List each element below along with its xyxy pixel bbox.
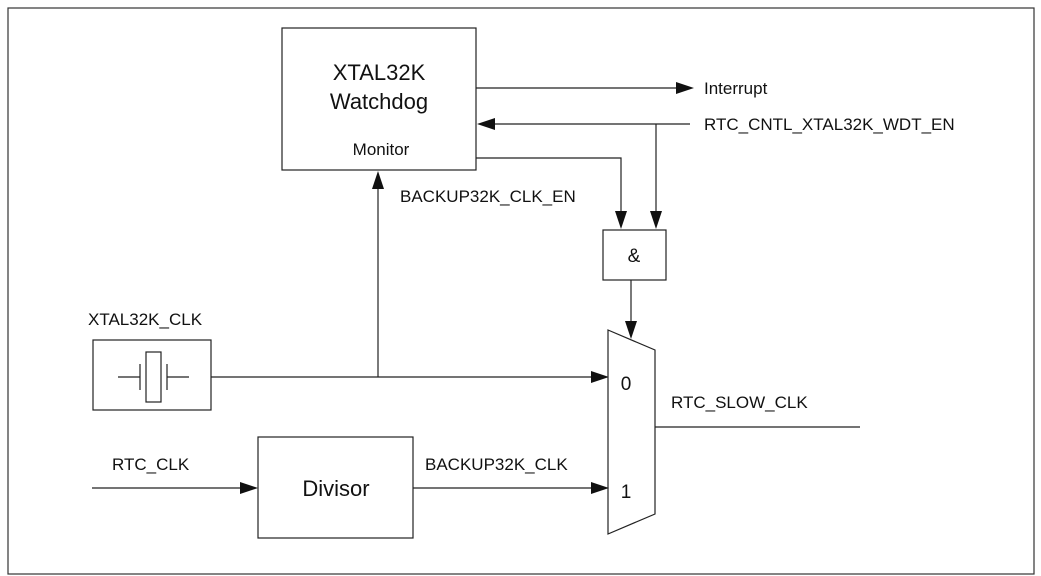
watchdog-title-line1: XTAL32K — [333, 60, 426, 85]
backup-clk-label: BACKUP32K_CLK — [425, 455, 568, 474]
rtc-clk-label: RTC_CLK — [112, 455, 190, 474]
interrupt-signal: Interrupt — [476, 79, 768, 98]
mux-body — [607, 329, 656, 535]
slow-clk-label: RTC_SLOW_CLK — [671, 393, 808, 412]
wdt-enable-arrowhead — [477, 118, 495, 130]
and-gate-box — [602, 229, 667, 281]
monitor-feed-arrowhead — [372, 171, 384, 189]
monitor-label: Monitor — [353, 140, 410, 159]
watchdog-box — [281, 27, 477, 171]
watchdog-title-line2: Watchdog — [330, 89, 428, 114]
backup-clk-en-wire — [476, 157, 622, 212]
interrupt-arrowhead — [676, 82, 694, 94]
divisor-block: Divisor — [257, 436, 414, 539]
interrupt-label: Interrupt — [704, 79, 768, 98]
and-gate-symbol: & — [628, 246, 641, 267]
xtal-clk-arrowhead — [591, 371, 609, 383]
divisor-box — [257, 436, 414, 539]
and-output-arrowhead — [625, 321, 637, 339]
slow-clk-signal: RTC_SLOW_CLK — [655, 393, 860, 428]
rtc-clk-arrowhead — [240, 482, 258, 494]
xtal-clk-signal — [211, 171, 609, 383]
wdt-enable-label: RTC_CNTL_XTAL32K_WDT_EN — [704, 115, 955, 134]
mux-input-0-label: 0 — [621, 374, 632, 395]
and-gate: & — [602, 229, 667, 339]
diagram-frame — [7, 7, 1035, 575]
backup-clk-en-arrowhead — [615, 211, 627, 229]
backup-clk-arrowhead — [591, 482, 609, 494]
backup-clk-signal: BACKUP32K_CLK — [413, 455, 609, 494]
xtal-clk-label: XTAL32K_CLK — [88, 310, 203, 329]
rtc-clk-signal: RTC_CLK — [92, 455, 258, 494]
backup-clk-en-signal: BACKUP32K_CLK_EN — [400, 157, 627, 229]
watchdog-block: XTAL32K Watchdog Monitor — [281, 27, 477, 171]
backup-clk-en-label: BACKUP32K_CLK_EN — [400, 187, 576, 206]
crystal-element-icon — [145, 351, 162, 403]
multiplexer: 0 1 — [607, 329, 656, 535]
wdt-enable-branch-arrowhead — [650, 211, 662, 229]
divisor-label: Divisor — [302, 476, 369, 501]
wdt-enable-signal: RTC_CNTL_XTAL32K_WDT_EN — [477, 115, 955, 229]
crystal-oscillator: XTAL32K_CLK — [88, 310, 212, 411]
mux-input-1-label: 1 — [621, 482, 632, 503]
